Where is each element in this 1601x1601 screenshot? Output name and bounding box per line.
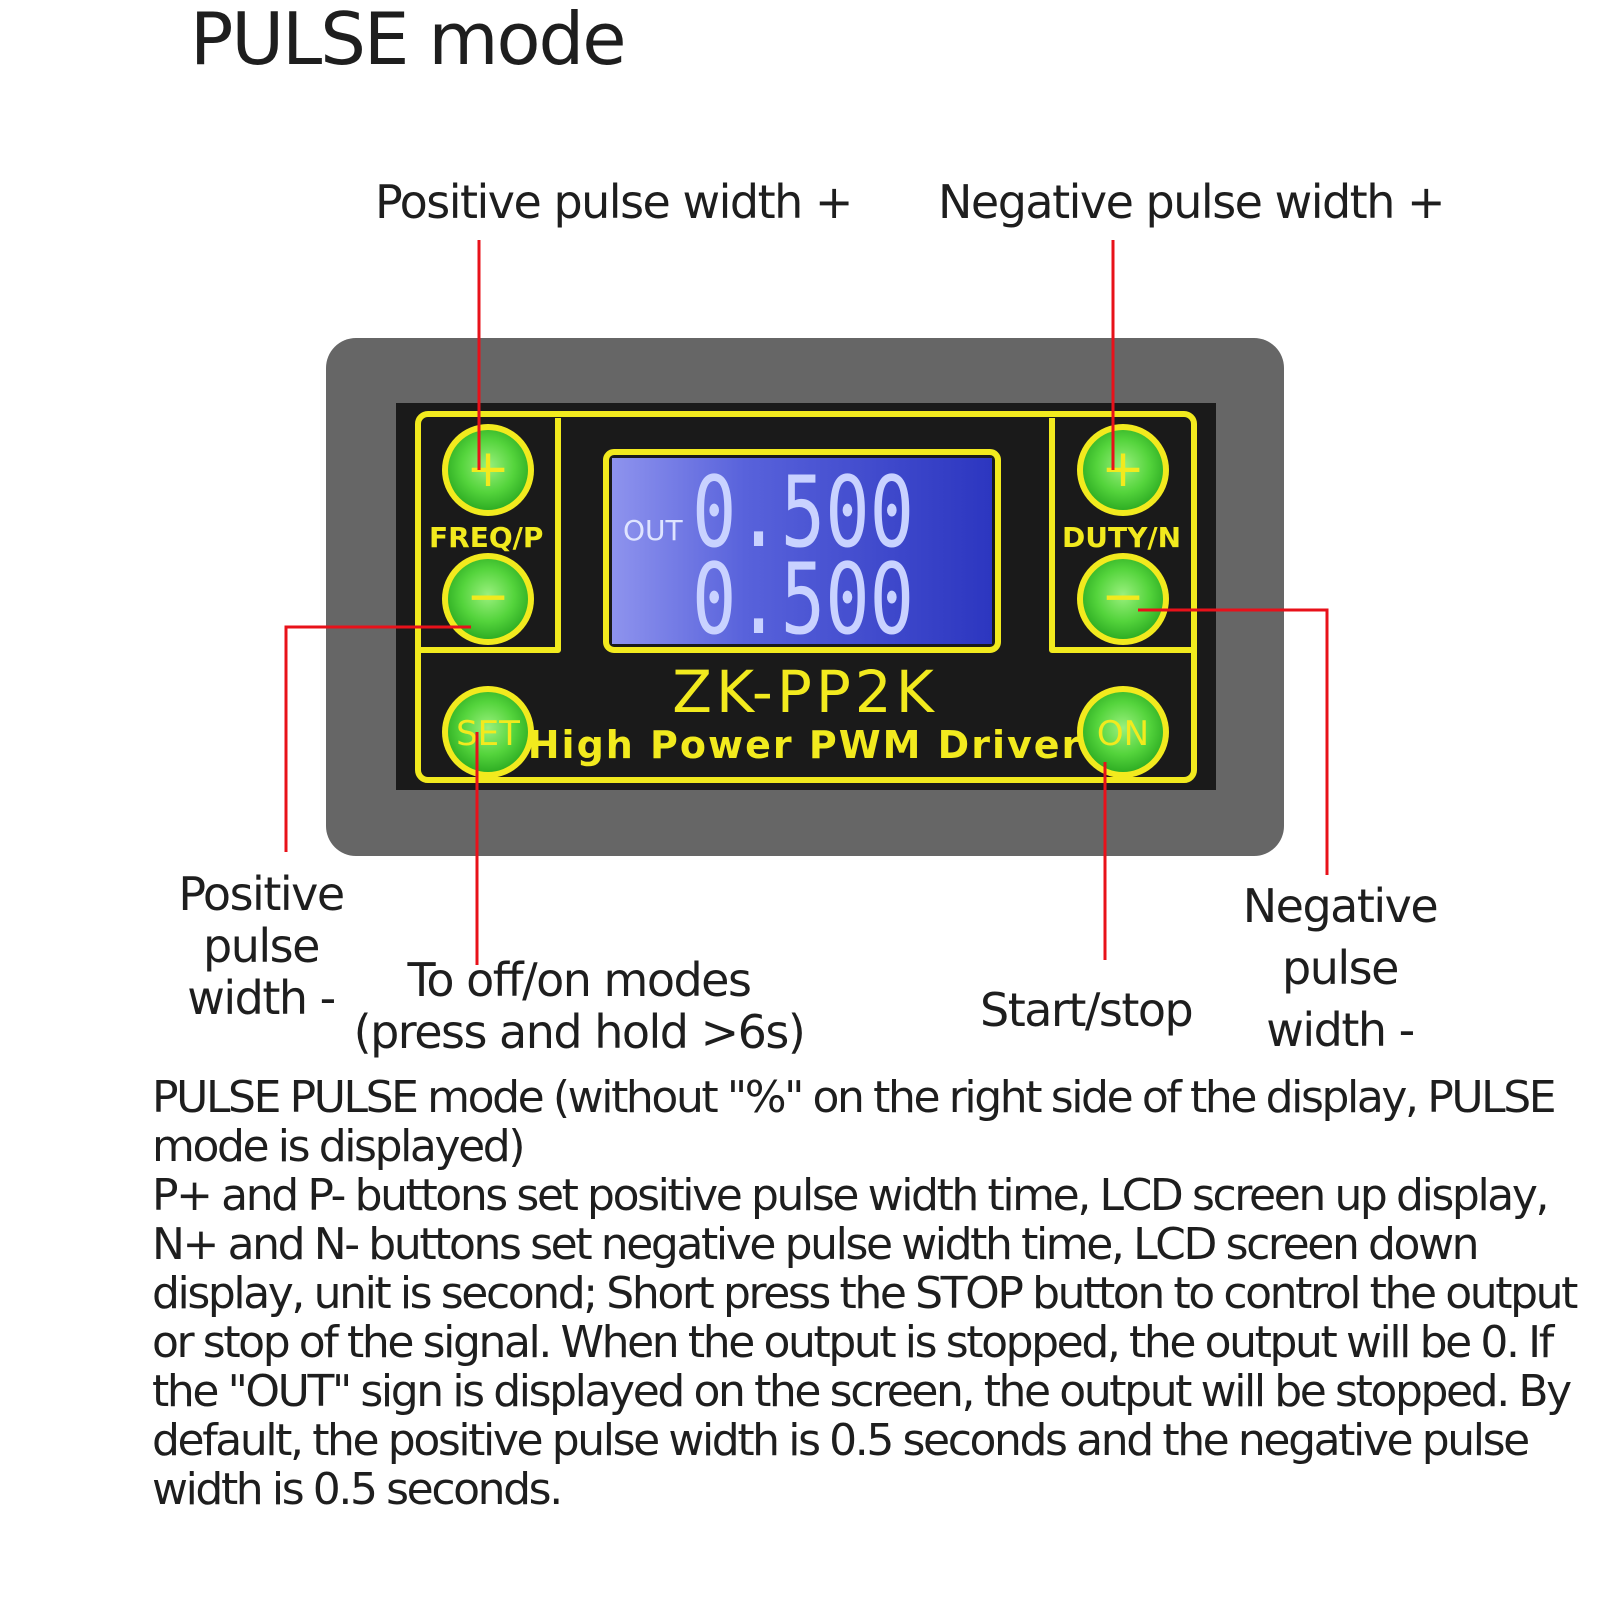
callout-positive-plus: Positive pulse width +	[375, 175, 853, 229]
model-subtitle: High Power PWM Driver	[528, 723, 1083, 767]
callout-set-modes: To off/on modes (press and hold >6s)	[353, 953, 806, 1059]
description-paragraph-2: P+ and P- buttons set positive pulse wid…	[152, 1170, 1578, 1515]
on-button-label: ON	[1097, 714, 1149, 754]
lcd-status: OUT	[623, 514, 684, 547]
callout-positive-minus: Positive pulse width -	[178, 867, 345, 1025]
duty-n-label: DUTY/N	[1062, 521, 1181, 554]
minus-icon: −	[1101, 567, 1145, 627]
on-button[interactable]: ON	[1077, 686, 1169, 778]
page-title: PULSE mode	[190, 0, 626, 81]
description-paragraph-1: PULSE PULSE mode (without "%" on the rig…	[152, 1072, 1557, 1172]
set-button[interactable]: SET	[442, 686, 534, 778]
duty-plus-button[interactable]: +	[1077, 424, 1169, 516]
callout-lines	[284, 240, 1329, 965]
callout-negative-minus: Negative pulse width -	[1242, 879, 1439, 1057]
lcd-line-2: 0.500	[692, 543, 914, 657]
freq-plus-button[interactable]: +	[442, 424, 534, 516]
callout-start-stop: Start/stop	[980, 983, 1194, 1037]
minus-icon: −	[466, 567, 510, 627]
lcd-line-1: 0.500	[692, 456, 914, 570]
freq-p-label: FREQ/P	[429, 521, 543, 554]
description: PULSE PULSE mode (without "%" on the rig…	[152, 1073, 1592, 1514]
set-button-label: SET	[456, 714, 520, 754]
model-name: ZK-PP2K	[672, 658, 938, 726]
callout-negative-plus: Negative pulse width +	[938, 175, 1446, 229]
duty-minus-button[interactable]: −	[1077, 553, 1169, 645]
plus-icon: +	[1101, 439, 1145, 499]
plus-icon: +	[466, 439, 510, 499]
lcd-screen	[612, 458, 992, 644]
panel-outline	[415, 411, 1197, 783]
freq-minus-button[interactable]: −	[442, 553, 534, 645]
